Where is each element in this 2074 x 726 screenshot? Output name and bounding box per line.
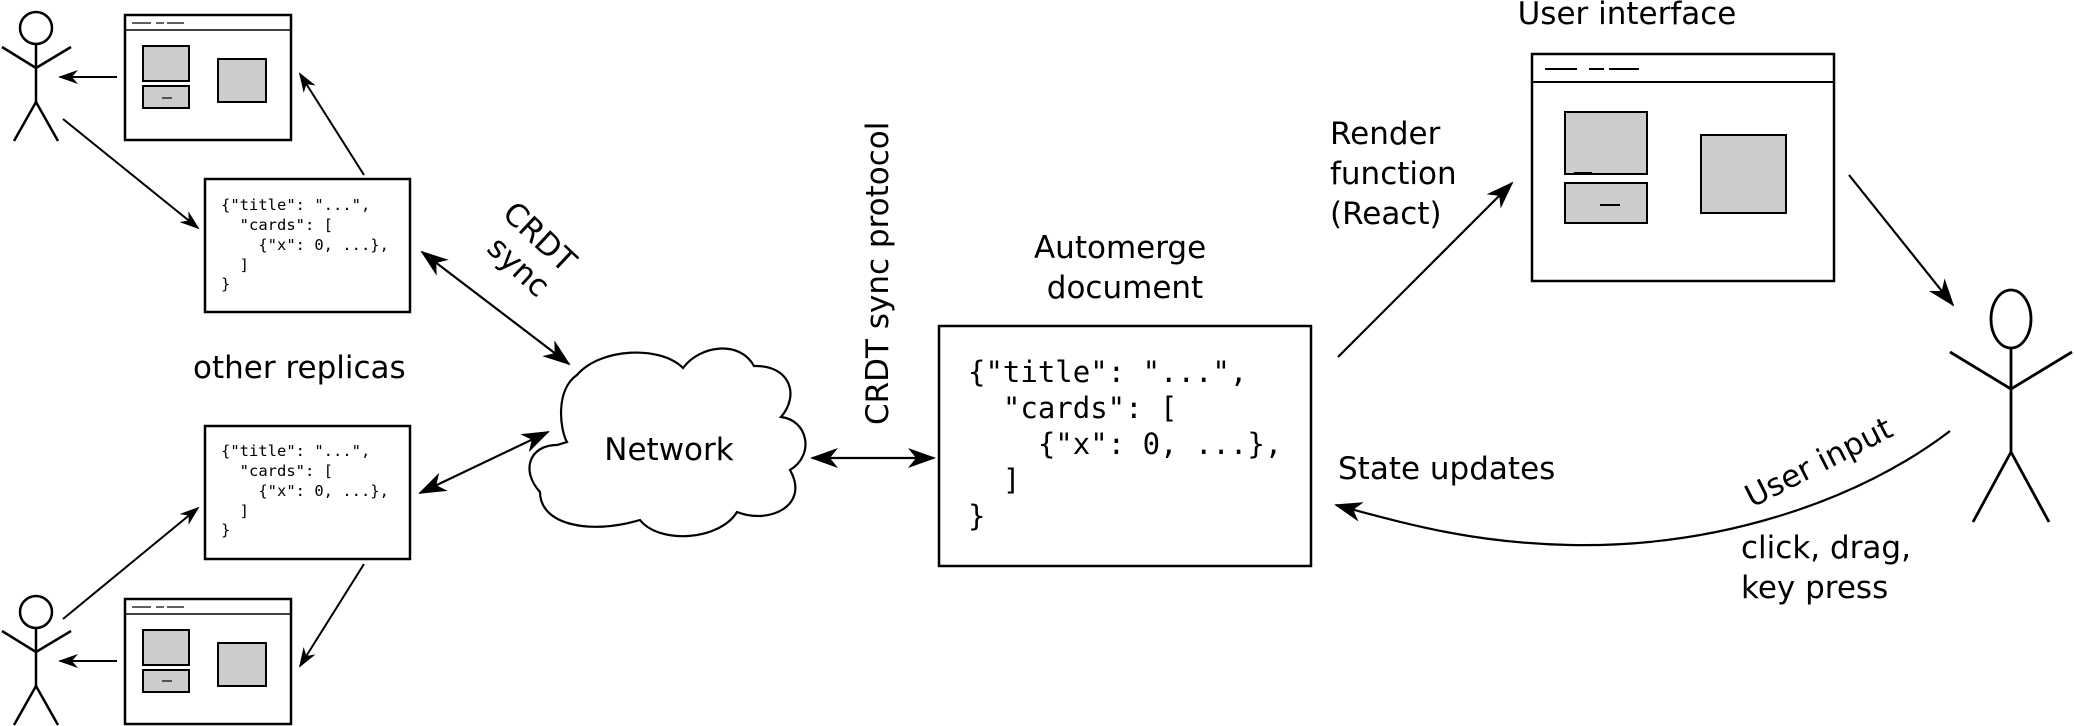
replica-top: {"title": "...", "cards": [ {"x": 0, ...… — [0, 0, 473, 314]
ui-window-mini — [123, 597, 293, 726]
other-replicas-label: other replicas — [193, 350, 406, 386]
network-label: Network — [604, 432, 733, 468]
render-function-label: Render function (React) — [1330, 116, 1467, 232]
replica-bottom: {"title": "...", "cards": [ {"x": 0, ...… — [0, 0, 473, 726]
ui-card — [1700, 134, 1787, 214]
json-box: {"title": "...", "cards": [ {"x": 0, ...… — [0, 0, 473, 314]
ui-card — [1564, 111, 1648, 175]
user-input-label: User input — [1739, 410, 1898, 515]
user-input-arrow — [1334, 430, 1951, 547]
ui-window-mini — [123, 13, 293, 142]
automerge-document: Automerge document {"title": "...", "car… — [0, 0, 1405, 568]
stick-figure-icon — [1, 594, 72, 726]
automerge-document-title: Automerge document — [1034, 230, 1216, 306]
document-code: {"title": "...", "cards": [ {"x": 0, ...… — [0, 0, 1405, 533]
code-line: {"title": "...", "cards": [ {"x": 0, ...… — [0, 0, 473, 539]
arrow-doc-to-ui — [298, 563, 365, 668]
user-interface-title: User interface — [1518, 0, 1737, 32]
state-updates-label: State updates — [1338, 451, 1555, 487]
ui-card — [1564, 182, 1648, 224]
arrow-user-to-doc — [62, 506, 200, 620]
crdt-sync-protocol-label: CRDT sync protocol — [860, 122, 896, 425]
input-examples-label: click, drag, key press — [1741, 530, 1921, 606]
code-line: {"title": "...", "cards": [ {"x": 0, ...… — [0, 0, 473, 293]
stick-figure-icon — [1, 10, 72, 142]
user-interface-window: User interface — [1518, 0, 1836, 283]
arrow-ui-to-user — [1848, 174, 1955, 307]
crdt-sync-label: CRDT sync — [471, 195, 590, 313]
render-arrow — [1337, 181, 1514, 358]
sync-arrow-top — [420, 250, 571, 366]
network-cloud-icon: Network — [528, 347, 807, 538]
arrow-doc-to-ui — [298, 72, 365, 176]
arrow-user-to-doc — [62, 118, 200, 230]
sync-arrow-bottom — [418, 431, 550, 494]
json-box: {"title": "...", "cards": [ {"x": 0, ...… — [0, 0, 473, 561]
stick-figure-icon — [1949, 288, 2073, 523]
